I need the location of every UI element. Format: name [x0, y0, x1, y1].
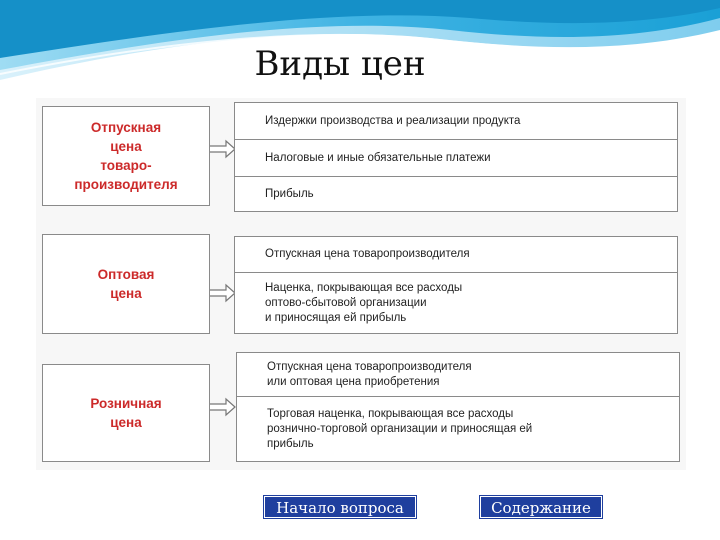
component-row: Отпускная цена товаропроизводителя: [235, 237, 677, 273]
component-row: Издержки производства и реализации проду…: [235, 103, 677, 140]
page-title: Виды цен: [254, 44, 426, 84]
price-types-diagram: Отпускная цена товаро- производителя Изд…: [36, 98, 686, 470]
component-row: Торговая наценка, покрывающая все расход…: [267, 407, 533, 450]
component-row: Прибыль: [265, 187, 314, 200]
header-wave-decoration: [0, 0, 720, 80]
components-box-wholesale: Отпускная цена товаропроизводителя Нацен…: [234, 236, 678, 334]
price-type-box-wholesale: Оптовая цена: [42, 234, 210, 334]
components-box-retail: Отпускная цена товаропроизводителя или о…: [236, 352, 680, 462]
price-type-box-retail: Розничная цена: [42, 364, 210, 462]
component-row: Наценка, покрывающая все расходы оптово-…: [265, 281, 463, 324]
arrow-icon: [210, 397, 236, 417]
component-row: Налоговые и иные обязательные платежи: [235, 140, 677, 177]
arrow-icon: [210, 139, 236, 159]
component-row: Отпускная цена товаропроизводителя или о…: [237, 353, 679, 397]
start-of-question-button[interactable]: Начало вопроса: [263, 495, 417, 519]
contents-button[interactable]: Содержание: [479, 495, 603, 519]
arrow-icon: [210, 283, 236, 303]
components-box-producer: Издержки производства и реализации проду…: [234, 102, 678, 212]
price-type-box-producer: Отпускная цена товаро- производителя: [42, 106, 210, 206]
